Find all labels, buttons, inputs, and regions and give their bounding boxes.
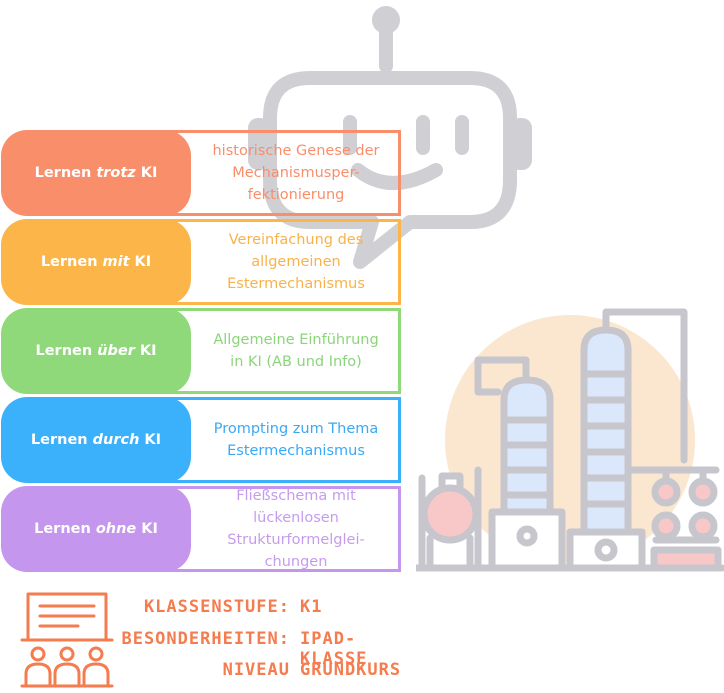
row-label-emphasis: durch [92,432,140,448]
row-description-line: chungen [264,554,328,570]
row-label-post: KI [139,343,157,359]
row-label-pre: Lernen [34,521,91,537]
row-description-line: Mechanismusper- [232,165,360,181]
row-label-post: KI [144,432,162,448]
row-description-line: historische Genese der [212,143,380,159]
row-label-emphasis: trotz [96,165,136,181]
classroom-icon [20,592,114,688]
niveau-label: NIVEAU [222,660,290,680]
row-description-line: Prompting zum Thema [213,421,379,437]
row-label-post: KI [140,165,158,181]
row-description-line: Estermechanismus [227,276,365,292]
row-description-line: Estermechanismus [227,443,365,459]
chemical-plant-icon [416,308,724,572]
klassenstufe-value: K1 [300,597,323,617]
row-label-pre: Lernen [30,432,88,448]
row-description-über: Allgemeine Einführung in KI (AB und Info) [200,308,392,394]
row-description-line: lückenlosen [253,510,339,526]
row-description-line: Allgemeine Einführung [213,332,379,348]
row-label-post: KI [141,521,158,537]
row-description-line: in KI (AB und Info) [230,354,362,370]
row-label-emphasis: über [97,343,135,359]
besonderheiten-label: BESONDERHEITEN: [121,629,290,649]
row-description-line: Vereinfachung des [228,232,364,248]
row-label-pre: Lernen [40,254,98,270]
row-label-post: KI [134,254,152,270]
row-label-pre: Lernen [35,343,93,359]
row-description-line: Fließschema mit [236,488,356,504]
klassenstufe-label: KLASSENSTUFE: [143,597,290,617]
row-label-emphasis: ohne [95,521,137,537]
row-description-line: fektionierung [247,187,345,203]
row-label-pre: Lernen [34,165,92,181]
row-description-line: allgemeinen [251,254,341,270]
row-label-emphasis: mit [102,254,130,270]
niveau-value: GRUNDKURS [300,660,402,680]
row-description-line: Strukturformelglei- [227,532,365,548]
besonderheiten-value: IPAD-KLASSE [300,629,368,669]
